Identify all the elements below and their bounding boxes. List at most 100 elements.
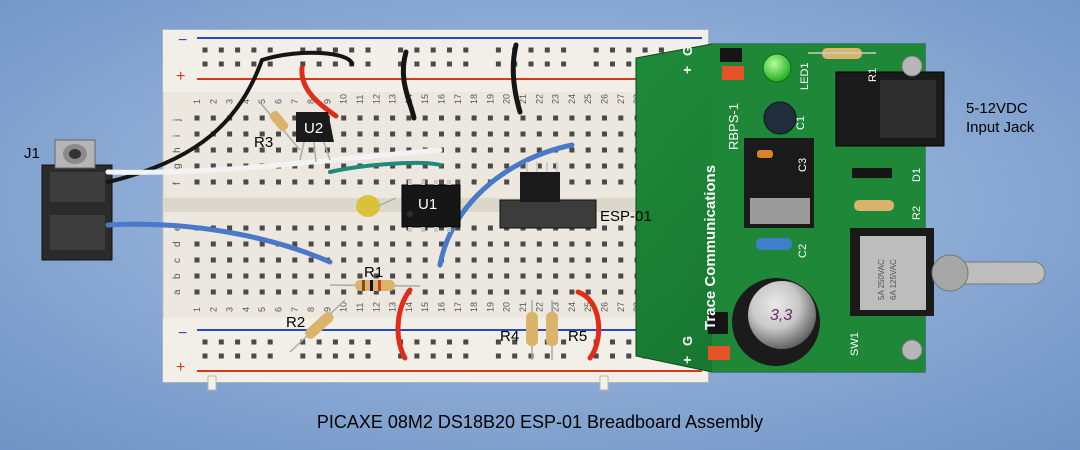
u1-chip xyxy=(401,180,461,232)
column-number: 8 xyxy=(306,307,316,312)
screw-top xyxy=(901,55,923,77)
esp01-module xyxy=(499,162,597,229)
column-number: 19 xyxy=(485,302,495,312)
cap-marking: 3,3 xyxy=(770,307,792,324)
column-number: 18 xyxy=(469,94,479,104)
column-number: 17 xyxy=(453,94,463,104)
column-number: 5 xyxy=(257,307,267,312)
column-number: 5 xyxy=(257,99,267,104)
teal-wire xyxy=(328,160,442,174)
row-letter: f xyxy=(172,182,183,185)
top-plus-sign: + xyxy=(176,68,185,85)
column-number: 15 xyxy=(420,94,430,104)
r4-resistor xyxy=(526,300,538,360)
column-number: 6 xyxy=(274,99,284,104)
row-letter: g xyxy=(172,163,183,169)
label-r3: R3 xyxy=(254,134,274,151)
row-letter: b xyxy=(172,273,183,279)
column-number: 19 xyxy=(485,94,495,104)
pcb-r2 xyxy=(854,200,894,211)
row-letter: d xyxy=(172,241,183,247)
pcb-sw1-label: SW1 xyxy=(849,332,861,356)
top-minus-sign: − xyxy=(178,32,187,49)
r3-resistor xyxy=(257,99,301,151)
pcb-c1-label: C1 xyxy=(795,116,807,130)
column-number: 12 xyxy=(371,94,381,104)
column-number: 21 xyxy=(518,302,528,312)
row-letter: c xyxy=(172,258,183,263)
switch-marking-2: 6A 125VAC xyxy=(889,259,898,300)
row-letter: j xyxy=(172,119,183,122)
column-number: 26 xyxy=(600,94,610,104)
column-number: 22 xyxy=(534,302,544,312)
pcb-r1-label: R1 xyxy=(867,68,879,82)
column-number: 4 xyxy=(241,307,251,312)
red-wire-u2 xyxy=(299,65,339,119)
column-number: 27 xyxy=(616,94,626,104)
bottom-minus-sign: − xyxy=(178,325,187,342)
pcb-c3-label: C3 xyxy=(797,158,809,172)
black-wire-top xyxy=(260,50,354,66)
label-j1: J1 xyxy=(24,145,40,162)
bottom-plus-sign: + xyxy=(176,359,185,376)
column-number: 7 xyxy=(290,307,300,312)
column-number: 13 xyxy=(388,302,398,312)
column-number: 11 xyxy=(355,303,365,312)
black-jumper-21 xyxy=(510,42,523,115)
u2-sensor xyxy=(296,112,334,163)
column-number: 18 xyxy=(469,302,479,312)
breadboard-foot xyxy=(207,375,217,391)
photo-caption: PICAXE 08M2 DS18B20 ESP-01 Breadboard As… xyxy=(316,412,764,432)
column-number: 14 xyxy=(404,302,414,312)
r1-resistor xyxy=(329,280,421,291)
label-r5: R5 xyxy=(568,328,588,345)
column-number: 10 xyxy=(339,94,349,104)
white-wire xyxy=(105,147,443,175)
column-number: 11 xyxy=(355,95,365,104)
column-number: 25 xyxy=(583,302,593,312)
column-number: 1 xyxy=(192,99,202,104)
column-number: 21 xyxy=(518,94,528,104)
pcb-model: RBPS-1 xyxy=(726,103,741,150)
row-letter: i xyxy=(172,135,183,137)
column-number: 22 xyxy=(534,94,544,104)
column-number: 3 xyxy=(225,307,235,312)
column-number: 12 xyxy=(371,302,381,312)
column-number: 3 xyxy=(225,99,235,104)
column-number: 20 xyxy=(502,94,512,104)
column-number: 17 xyxy=(453,302,463,312)
column-number: 16 xyxy=(437,302,447,312)
power-supply-pcb: 3,3 Trace Communications RBPS-1 LED1 R1 … xyxy=(635,43,1046,373)
red-jumper-left xyxy=(395,287,413,361)
j1-audio-jack xyxy=(41,139,113,261)
r2-resistor xyxy=(289,299,346,353)
column-number: 9 xyxy=(322,99,332,104)
led1 xyxy=(762,53,792,83)
pcb-d1-label: D1 xyxy=(911,168,923,182)
label-r2: R2 xyxy=(286,314,306,331)
black-jumper-14 xyxy=(400,49,417,121)
jumper-top xyxy=(720,48,742,62)
switch-marking-1: 5A 250VAC xyxy=(877,259,886,300)
pcb-plus-bottom: + xyxy=(679,356,695,364)
breadboard-foot xyxy=(599,375,609,391)
c1-capacitor xyxy=(763,101,797,135)
label-r1: R1 xyxy=(364,264,384,281)
column-number: 10 xyxy=(339,302,349,312)
column-number: 7 xyxy=(290,99,300,104)
jumper-bottom xyxy=(708,312,728,334)
label-input-jack-line2: Input Jack xyxy=(966,119,1035,136)
pcb-led1-label: LED1 xyxy=(799,62,811,90)
pcb-g-bottom: G xyxy=(680,336,695,346)
column-number: 1 xyxy=(192,307,202,312)
pcb-c2-label: C2 xyxy=(797,244,809,258)
label-u1: U1 xyxy=(418,196,438,213)
column-number: 24 xyxy=(567,302,577,312)
ceramic-capacitor xyxy=(356,195,397,217)
column-number: 23 xyxy=(551,94,561,104)
c2-capacitor xyxy=(756,238,792,250)
red-jumper-right xyxy=(575,289,602,361)
column-number: 20 xyxy=(502,302,512,312)
label-r4: R4 xyxy=(500,328,520,345)
